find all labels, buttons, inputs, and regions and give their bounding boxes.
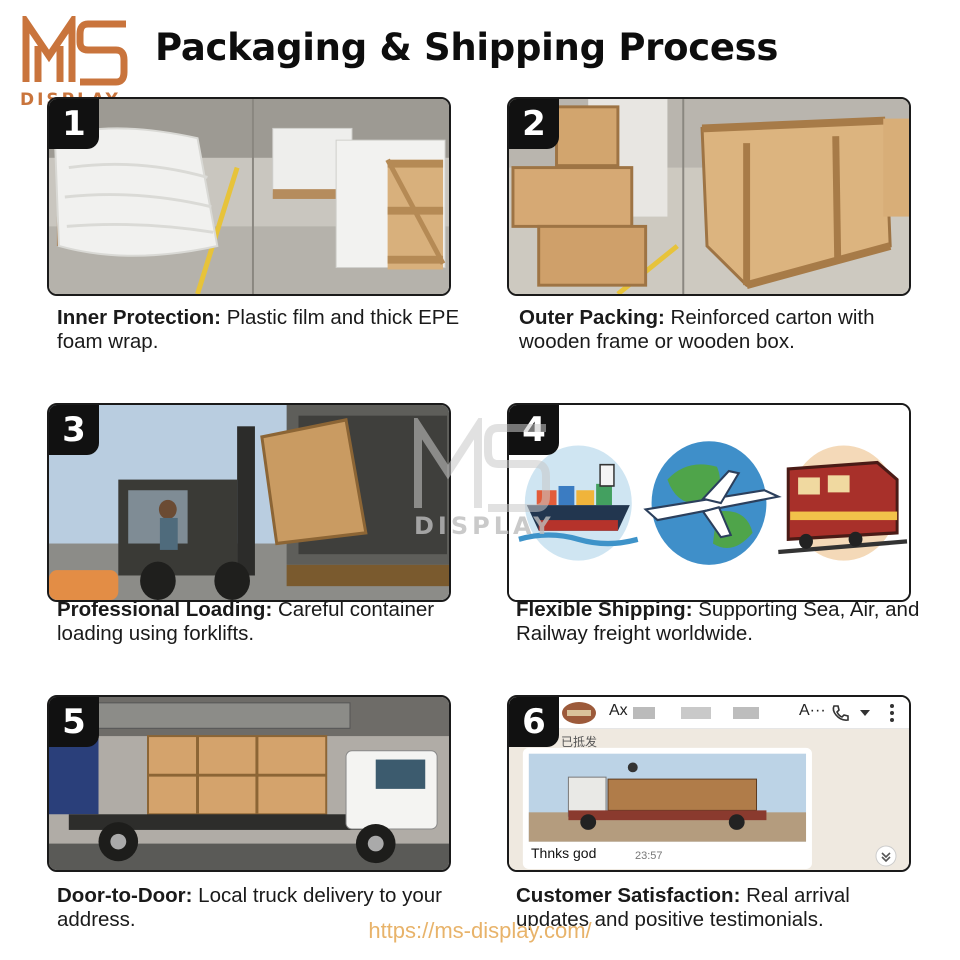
step-description: Local truck delivery to your address.: [57, 884, 443, 931]
step-description: Plastic film and thick EPE foam wrap.: [57, 306, 460, 353]
step-number-badge: 4: [509, 405, 559, 455]
chat-message-time: 23:57: [635, 850, 663, 862]
redacted-name-block: [633, 707, 759, 719]
step-number-badge: 3: [49, 405, 99, 455]
scroll-down-icon[interactable]: [875, 845, 897, 867]
chevron-down-icon[interactable]: [859, 708, 871, 718]
page-title: Packaging & Shipping Process: [155, 26, 779, 69]
step-6-chat-screenshot: Ax A··· 已抵发 Thnks god 23:57 6: [507, 695, 911, 872]
more-vertical-icon[interactable]: [889, 703, 895, 723]
step-1-caption: Inner Protection: Plastic film and thick…: [57, 306, 467, 354]
step-title: Customer Satisfaction:: [516, 884, 741, 907]
step-title: Flexible Shipping:: [516, 598, 693, 621]
watermark-wordmark: DISPLAY: [414, 512, 555, 540]
contact-avatar[interactable]: [561, 700, 597, 726]
step-description: Real arrival updates and positive testim…: [516, 884, 850, 931]
wooden-crates-image: [509, 99, 909, 294]
wrapped-furniture-image: [49, 99, 449, 294]
step-description: Supporting Sea, Air, and Railway freight…: [516, 598, 920, 645]
chat-header: Ax A···: [509, 697, 909, 729]
step-number-badge: 2: [509, 99, 559, 149]
step-number-badge: 1: [49, 99, 99, 149]
delivery-truck-image: [49, 697, 449, 870]
step-title: Inner Protection:: [57, 306, 222, 329]
step-5-photo: 5: [47, 695, 451, 872]
step-title: Outer Packing:: [519, 306, 665, 329]
contact-name-suffix: A···: [799, 702, 826, 719]
website-url-link[interactable]: https://ms-display.com/: [368, 918, 592, 943]
step-description: Reinforced carton with wooden frame or w…: [519, 306, 875, 353]
phone-icon[interactable]: [831, 704, 849, 722]
step-2-caption: Outer Packing: Reinforced carton with wo…: [519, 306, 929, 354]
freight-train-icon: [778, 445, 908, 561]
transport-modes-illustration: [509, 405, 909, 600]
forklift-loading-image: [49, 405, 449, 600]
step-title: Professional Loading:: [57, 598, 273, 621]
step-number-badge: 5: [49, 697, 99, 747]
message-sent-label: 已抵发: [561, 735, 598, 749]
step-6-caption: Customer Satisfaction: Real arrival upda…: [516, 884, 926, 932]
chat-message-text: Thnks god: [531, 845, 597, 861]
step-title: Door-to-Door:: [57, 884, 193, 907]
step-2-photo: 2: [507, 97, 911, 296]
step-4-illustration: 4: [507, 403, 911, 602]
step-1-photo: 1: [47, 97, 451, 296]
step-5-caption: Door-to-Door: Local truck delivery to yo…: [57, 884, 467, 932]
step-description: Careful container loading using forklift…: [57, 598, 435, 645]
step-3-caption: Professional Loading: Careful container …: [57, 598, 467, 646]
step-4-caption: Flexible Shipping: Supporting Sea, Air, …: [516, 598, 926, 646]
ms-logo-mark: [22, 16, 128, 86]
cargo-ship-icon: [518, 445, 639, 561]
airplane-globe-icon: [643, 441, 782, 565]
contact-name: Ax: [609, 702, 628, 719]
step-3-photo: 3: [47, 403, 451, 602]
step-number-badge: 6: [509, 697, 559, 747]
